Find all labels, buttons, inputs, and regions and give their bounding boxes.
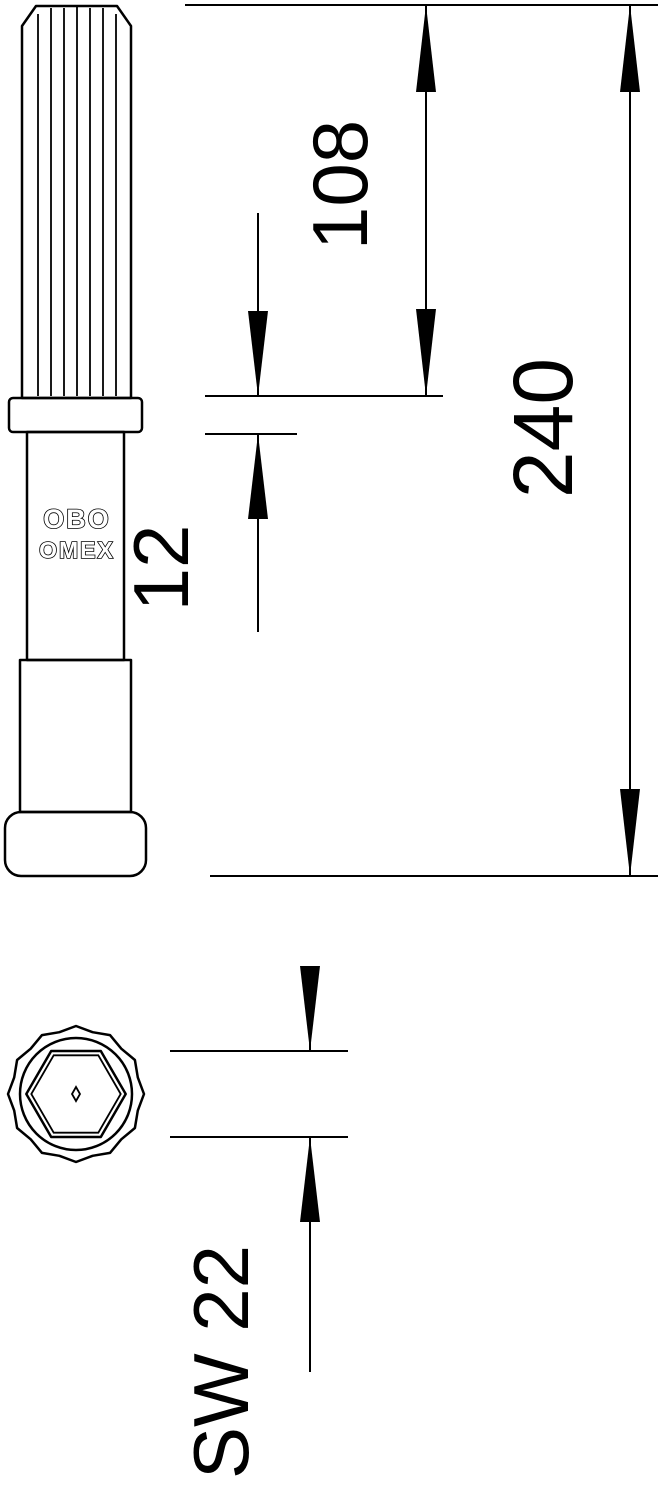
arrow-12-bottom: [248, 434, 268, 519]
arrow-240-top: [620, 5, 640, 92]
hex-socket-outer: [25, 1049, 127, 1139]
bottom-view: [6, 1024, 146, 1164]
dim-label-sw22: SW 22: [177, 1245, 265, 1479]
center-mark-diamond: [70, 1085, 82, 1103]
extension-lines: [185, 4, 658, 877]
collar: [7, 396, 144, 434]
dimension-240: 240: [496, 5, 640, 876]
inner-circle: [18, 1036, 134, 1152]
logo-text-omex: OMEX: [39, 537, 115, 563]
dimension-sw22: SW 22: [170, 966, 348, 1479]
dimension-12: 12: [117, 213, 268, 632]
arrow-108-bottom: [416, 309, 436, 396]
dim-label-12: 12: [117, 525, 205, 612]
dim-label-108: 108: [296, 120, 384, 250]
arrow-108-top: [416, 5, 436, 92]
arrow-sw22-top: [300, 966, 320, 1051]
knurled-outer-profile: [6, 1024, 146, 1164]
dim-label-240: 240: [496, 358, 590, 498]
hex-socket-chamfer: [30, 1054, 122, 1134]
dimension-108: 108: [296, 5, 436, 396]
arrow-240-bottom: [620, 789, 640, 876]
side-view: OBO OMEX: [3, 4, 148, 878]
logo-text-obo: OBO: [43, 504, 111, 534]
arrow-12-top: [248, 311, 268, 396]
spline-lines: [37, 6, 117, 396]
end-cap: [3, 810, 148, 878]
arrow-sw22-bottom: [300, 1137, 320, 1222]
lower-body: [18, 658, 133, 814]
